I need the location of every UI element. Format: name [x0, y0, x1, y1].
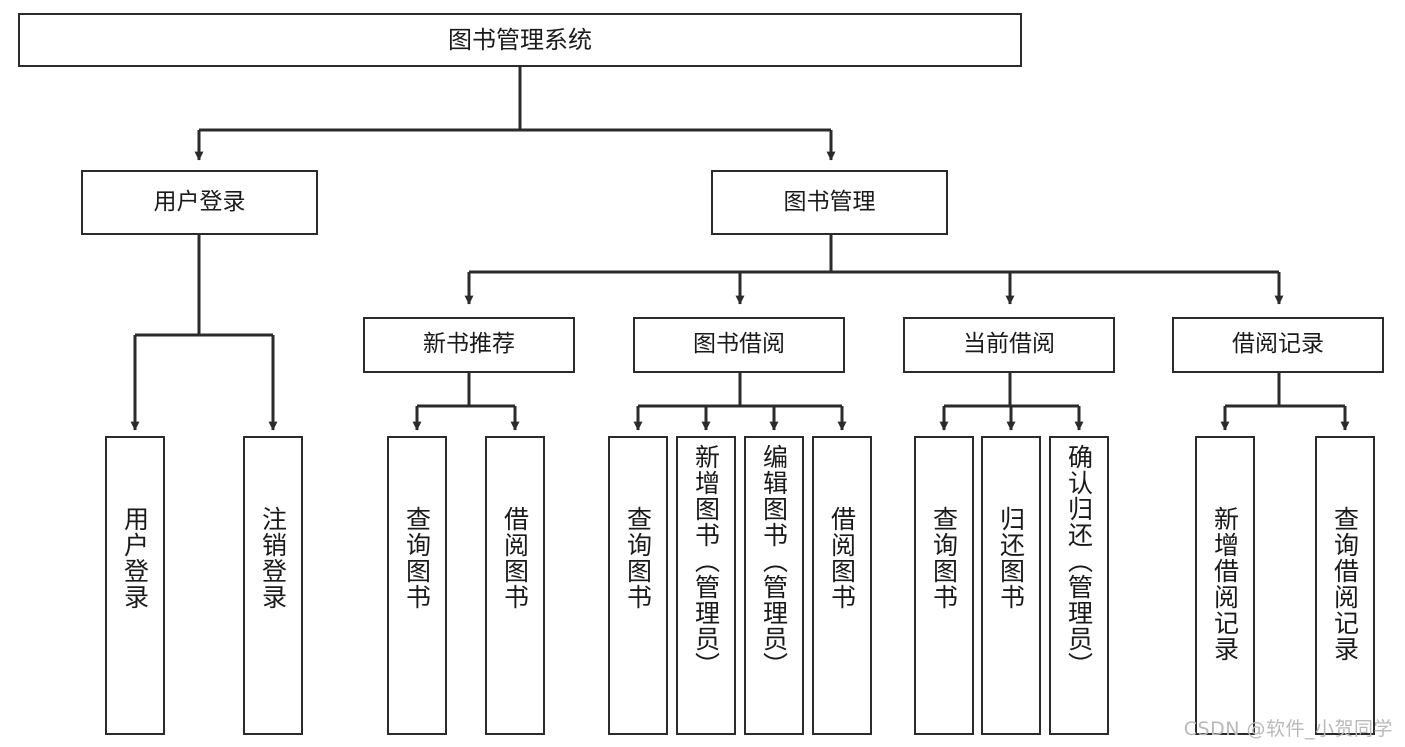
node-level2-book-management-label: 图书管理: [783, 188, 876, 215]
node-leaf-logout[interactable]: 注销登录: [243, 436, 303, 735]
node-leaf-query-borrow-record[interactable]: 查询借阅记录: [1315, 436, 1375, 735]
edges-new-book-to-leaves: [412, 373, 520, 431]
node-leaf-add-book-admin-label: 新增图书（管理员）: [691, 444, 721, 678]
node-leaf-borrow-book-recommend[interactable]: 借阅图书: [485, 436, 545, 735]
node-leaf-query-book-borrow[interactable]: 查询图书: [608, 436, 668, 735]
node-level3-book-borrow[interactable]: 图书借阅: [633, 317, 845, 373]
edges-book-borrow-to-leaves: [633, 373, 847, 431]
node-leaf-confirm-return-admin[interactable]: 确认归还（管理员）: [1049, 436, 1109, 735]
node-leaf-borrow-book-label: 借阅图书: [827, 506, 857, 610]
edges-root-to-level2: [194, 67, 836, 161]
edges-borrow-record-to-leaves: [1220, 373, 1350, 431]
node-root-book-management-system[interactable]: 图书管理系统: [18, 13, 1022, 67]
node-level3-borrow-record[interactable]: 借阅记录: [1172, 317, 1384, 373]
node-leaf-query-book-current-label: 查询图书: [929, 506, 959, 610]
node-level3-borrow-record-label: 借阅记录: [1232, 331, 1324, 358]
node-leaf-confirm-return-admin-label: 确认归还（管理员）: [1064, 444, 1094, 678]
node-leaf-borrow-book-recommend-label: 借阅图书: [500, 506, 530, 610]
node-leaf-user-login[interactable]: 用户登录: [105, 436, 165, 735]
node-level3-current-borrow-label: 当前借阅: [963, 331, 1055, 358]
node-level3-book-borrow-label: 图书借阅: [693, 331, 785, 358]
node-leaf-query-book-recommend[interactable]: 查询图书: [387, 436, 447, 735]
edges-level2-to-level3: [464, 235, 1284, 305]
edges-user-login-to-leaves: [130, 235, 278, 431]
node-leaf-logout-label: 注销登录: [258, 506, 288, 610]
node-level3-new-book-recommend-label: 新书推荐: [423, 331, 515, 358]
node-leaf-add-borrow-record[interactable]: 新增借阅记录: [1195, 436, 1255, 735]
node-leaf-add-book-admin[interactable]: 新增图书（管理员）: [676, 436, 736, 735]
node-level2-user-login-label: 用户登录: [153, 188, 246, 215]
node-leaf-return-book[interactable]: 归还图书: [981, 436, 1041, 735]
node-leaf-user-login-label: 用户登录: [120, 506, 150, 610]
node-leaf-borrow-book[interactable]: 借阅图书: [812, 436, 872, 735]
edges-current-borrow-to-leaves: [939, 373, 1084, 431]
node-level2-user-login[interactable]: 用户登录: [81, 170, 318, 235]
node-leaf-query-book-borrow-label: 查询图书: [623, 506, 653, 610]
node-leaf-return-book-label: 归还图书: [996, 506, 1026, 610]
node-level3-current-borrow[interactable]: 当前借阅: [903, 317, 1115, 373]
node-root-label: 图书管理系统: [448, 25, 592, 54]
node-leaf-query-borrow-record-label: 查询借阅记录: [1330, 506, 1360, 662]
node-leaf-query-book-recommend-label: 查询图书: [402, 506, 432, 610]
node-leaf-add-borrow-record-label: 新增借阅记录: [1210, 506, 1240, 662]
node-level3-new-book-recommend[interactable]: 新书推荐: [363, 317, 575, 373]
node-leaf-edit-book-admin[interactable]: 编辑图书（管理员）: [744, 436, 804, 735]
node-leaf-query-book-current[interactable]: 查询图书: [914, 436, 974, 735]
node-level2-book-management[interactable]: 图书管理: [711, 170, 948, 235]
node-leaf-edit-book-admin-label: 编辑图书（管理员）: [759, 444, 789, 678]
